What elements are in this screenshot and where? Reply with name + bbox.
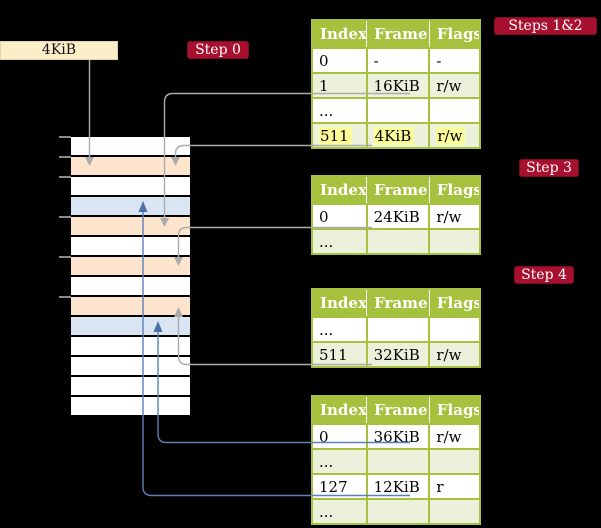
memory-row-5 <box>71 217 190 235</box>
label-step-3: Step 3 <box>519 159 579 177</box>
memory-tick <box>59 176 71 178</box>
memory-strip <box>71 137 190 417</box>
table-row: ... <box>312 498 480 524</box>
highlighted-value: 4KiB <box>373 126 415 145</box>
memory-row-10 <box>71 317 190 335</box>
memory-row-11 <box>71 337 190 355</box>
header-flags: Flags <box>428 396 480 424</box>
header-index: Index <box>312 20 367 48</box>
memory-tick <box>59 216 71 218</box>
memory-tick <box>59 136 71 138</box>
table-header-row: Index Frame Flags <box>312 289 480 317</box>
table-row: 0 - - <box>312 47 480 73</box>
highlighted-value: 511 <box>319 126 352 145</box>
table-header-row: Index Frame Flags <box>312 396 480 424</box>
header-flags: Flags <box>428 289 480 317</box>
table-row: 0 24KiB r/w <box>312 203 480 229</box>
header-index: Index <box>312 396 367 424</box>
label-steps-1-2: Steps 1&2 <box>494 17 597 35</box>
table-step-4: Index Frame Flags ... 511 32KiB r/w <box>311 288 481 368</box>
table-row: ... <box>312 97 480 123</box>
header-index: Index <box>312 289 367 317</box>
highlighted-value: r/w <box>436 126 466 145</box>
header-frame: Frame <box>366 20 430 48</box>
memory-row-2 <box>71 157 190 175</box>
table-row: 127 12KiB r <box>312 473 480 499</box>
table-row: ... <box>312 448 480 474</box>
memory-row-1 <box>71 137 190 155</box>
label-step-4: Step 4 <box>514 266 574 284</box>
table-step-3: Index Frame Flags 0 24KiB r/w ... <box>311 175 481 255</box>
memory-row-8 <box>71 277 190 295</box>
table-row: 511 32KiB r/w <box>312 341 480 367</box>
table-header-row: Index Frame Flags <box>312 176 480 204</box>
memory-tick <box>59 156 71 158</box>
header-flags: Flags <box>428 176 480 204</box>
memory-row-3 <box>71 177 190 195</box>
label-step-0: Step 0 <box>187 41 249 59</box>
root-pointer-box: 4KiB <box>0 41 118 60</box>
table-row: 0 36KiB r/w <box>312 423 480 449</box>
memory-tick <box>59 256 71 258</box>
header-flags: Flags <box>428 20 480 48</box>
memory-row-6 <box>71 237 190 255</box>
table-leaf-page-table: Index Frame Flags 0 36KiB r/w ... 127 12… <box>311 395 481 525</box>
table-row: ... <box>312 316 480 342</box>
table-row: 1 16KiB r/w <box>312 72 480 98</box>
table-row-highlighted: 511 4KiB r/w <box>312 122 480 148</box>
header-frame: Frame <box>366 176 430 204</box>
memory-row-4 <box>71 197 190 215</box>
memory-row-13 <box>71 377 190 395</box>
table-root-page-table: Index Frame Flags 0 - - 1 16KiB r/w ... … <box>311 19 481 149</box>
table-row: ... <box>312 228 480 254</box>
memory-row-7 <box>71 257 190 275</box>
memory-row-12 <box>71 357 190 375</box>
header-frame: Frame <box>366 289 430 317</box>
memory-row-14 <box>71 397 190 415</box>
header-frame: Frame <box>366 396 430 424</box>
memory-tick <box>59 296 71 298</box>
header-index: Index <box>312 176 367 204</box>
memory-row-9 <box>71 297 190 315</box>
table-header-row: Index Frame Flags <box>312 20 480 48</box>
